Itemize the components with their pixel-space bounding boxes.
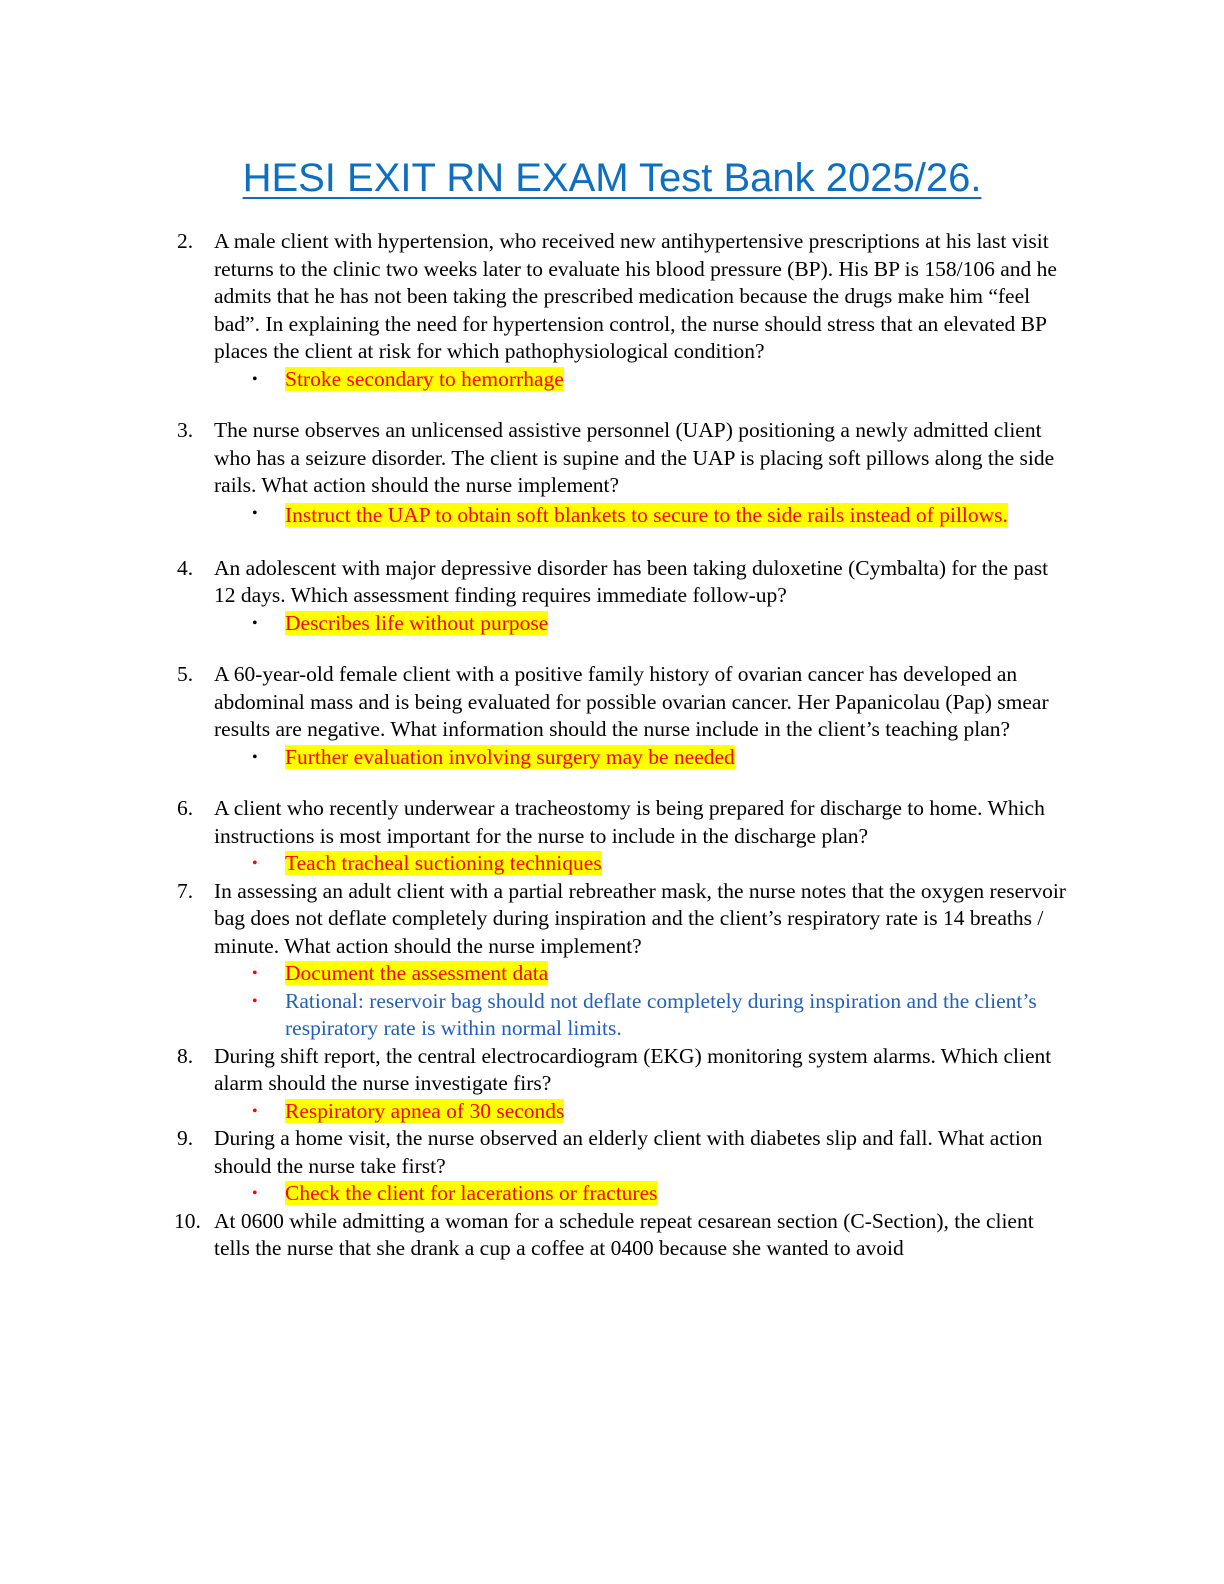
question-item: 3. The nurse observes an unlicensed assi… [177, 417, 1066, 531]
answer-text: Respiratory apnea of 30 seconds [285, 1098, 565, 1123]
answer-item: • Describes life without purpose [214, 610, 1066, 638]
rationale-text: Rational: reservoir bag should not defla… [285, 988, 1037, 1041]
answer-list: • Check the client for lacerations or fr… [214, 1180, 1066, 1208]
answer-item: • Document the assessment data [214, 960, 1066, 988]
answer-item: • Further evaluation involving surgery m… [214, 744, 1066, 772]
question-number: 2. [177, 229, 194, 253]
answer-item: • Teach tracheal suctioning techniques [214, 850, 1066, 878]
question-number: 3. [177, 418, 194, 442]
answer-list: • Document the assessment data • Rationa… [214, 960, 1066, 1043]
question-stem: During a home visit, the nurse observed … [214, 1126, 1043, 1178]
bullet-icon: • [252, 370, 258, 388]
question-number: 10. [174, 1208, 201, 1233]
question-stem: At 0600 while admitting a woman for a sc… [214, 1208, 1034, 1261]
question-stem: During shift report, the central electro… [214, 1043, 1052, 1096]
answer-item: • Respiratory apnea of 30 seconds [214, 1098, 1066, 1126]
question-item: 9. During a home visit, the nurse observ… [177, 1125, 1066, 1208]
question-stem: An adolescent with major depressive diso… [214, 555, 1049, 608]
bullet-icon: • [252, 504, 258, 522]
bullet-icon: • [252, 1185, 258, 1202]
question-number: 4. [177, 555, 194, 580]
question-stem: A client who recently underwear a trache… [214, 796, 1045, 848]
answer-text: Instruct the UAP to obtain soft blankets… [285, 502, 1008, 527]
bullet-icon: • [252, 614, 258, 632]
answer-list: • Teach tracheal suctioning techniques [214, 850, 1066, 878]
bullet-icon: • [252, 965, 258, 982]
answer-list: • Respiratory apnea of 30 seconds [214, 1098, 1066, 1126]
answer-item: • Stroke secondary to hemorrhage [214, 366, 1066, 394]
answer-text: Document the assessment data [285, 961, 549, 985]
question-list: 2. A male client with hypertension, who … [0, 228, 1224, 1263]
rationale-item: • Rational: reservoir bag should not def… [214, 988, 1066, 1043]
answer-text: Further evaluation involving surgery may… [285, 744, 735, 769]
bullet-icon: • [252, 992, 258, 1010]
question-number: 7. [177, 878, 194, 903]
question-stem: A 60-year-old female client with a posit… [214, 662, 1049, 741]
question-item: 8. During shift report, the central elec… [177, 1043, 1066, 1126]
question-number: 6. [177, 796, 194, 820]
bullet-icon: • [252, 855, 258, 872]
bullet-icon: • [252, 748, 258, 766]
question-number: 9. [177, 1126, 194, 1150]
bullet-icon: • [252, 1102, 258, 1120]
answer-list: • Stroke secondary to hemorrhage [214, 366, 1066, 394]
answer-list: • Further evaluation involving surgery m… [214, 744, 1066, 772]
question-item: 2. A male client with hypertension, who … [177, 228, 1066, 394]
question-stem: In assessing an adult client with a part… [214, 878, 1066, 958]
answer-text: Teach tracheal suctioning techniques [285, 851, 602, 875]
question-stem: The nurse observes an unlicensed assisti… [214, 418, 1055, 497]
answer-text: Describes life without purpose [285, 610, 549, 635]
question-number: 5. [177, 662, 194, 686]
page-title: HESI EXIT RN EXAM Test Bank 2025/26. [242, 156, 982, 200]
question-item: 7. In assessing an adult client with a p… [177, 878, 1066, 1043]
answer-item: • Instruct the UAP to obtain soft blanke… [214, 500, 1066, 531]
question-item: 5. A 60-year-old female client with a po… [177, 661, 1066, 772]
question-item: 4. An adolescent with major depressive d… [177, 555, 1066, 638]
question-item: 6. A client who recently underwear a tra… [177, 795, 1066, 878]
answer-list: • Instruct the UAP to obtain soft blanke… [214, 500, 1066, 531]
answer-text: Stroke secondary to hemorrhage [285, 366, 564, 391]
answer-item: • Check the client for lacerations or fr… [214, 1180, 1066, 1208]
question-item: 10. At 0600 while admitting a woman for … [174, 1208, 1066, 1263]
question-number: 8. [177, 1043, 194, 1068]
answer-text: Check the client for lacerations or frac… [285, 1181, 658, 1205]
question-stem: A male client with hypertension, who rec… [214, 229, 1057, 363]
answer-list: • Describes life without purpose [214, 610, 1066, 638]
